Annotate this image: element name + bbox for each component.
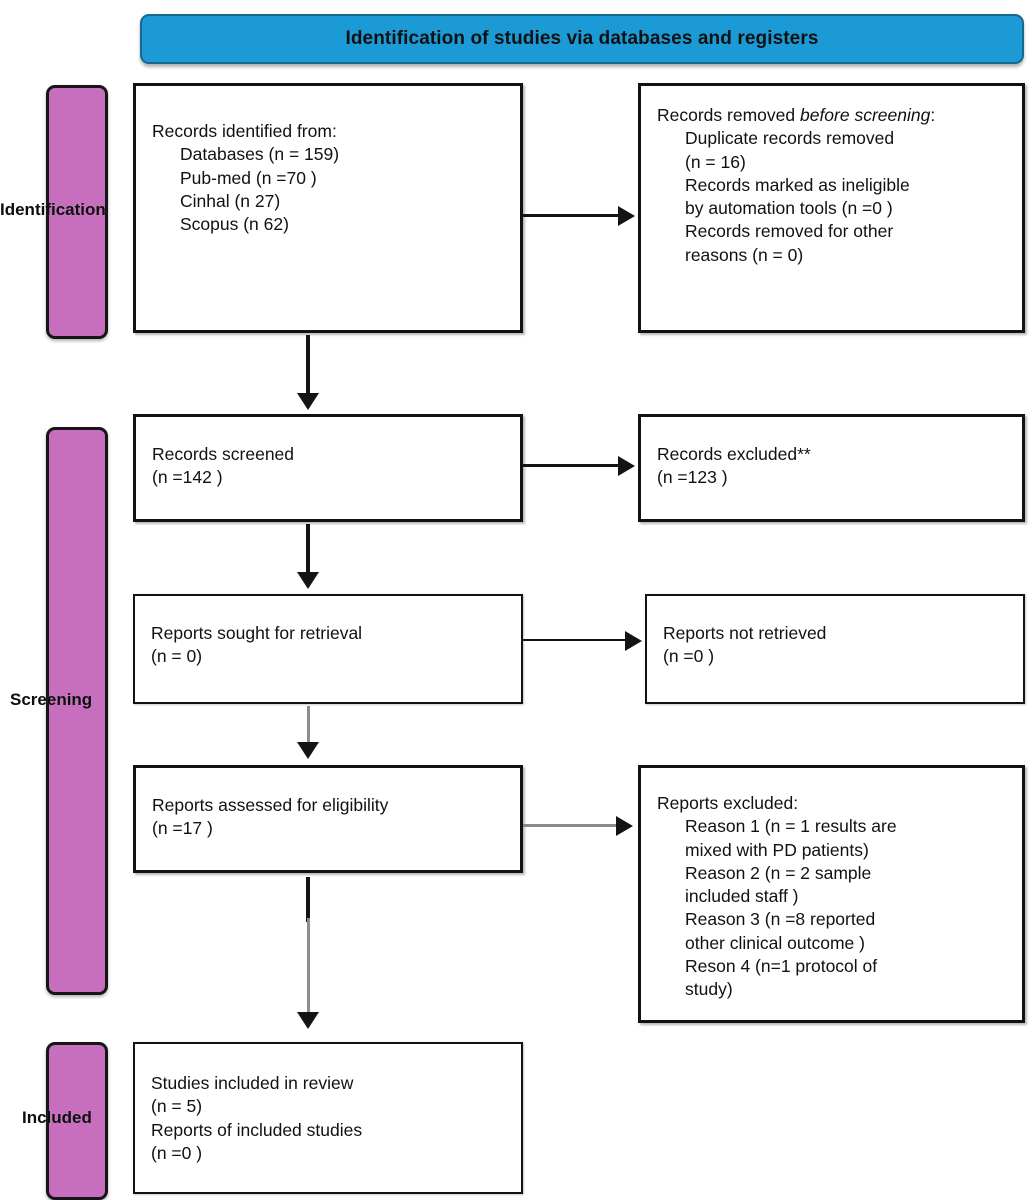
records-excluded-text: Records excluded** (n =123 ) bbox=[657, 443, 1014, 490]
stage-bar-included bbox=[46, 1042, 108, 1200]
records-identified-line2: Pub-med (n =70 ) bbox=[180, 167, 317, 188]
reports-assessed-text: Reports assessed for eligibility (n =17 … bbox=[152, 794, 512, 841]
reports-excluded-line5: Reason 3 (n =8 reported bbox=[685, 909, 876, 930]
box-reports-excluded: Reports excluded: Reason 1 (n = 1 result… bbox=[638, 765, 1025, 1023]
records-removed-title-c: : bbox=[930, 105, 936, 125]
reports-not-retrieved-line2: (n =0 ) bbox=[663, 646, 715, 667]
connector-assessed-to-excluded bbox=[523, 824, 621, 827]
arrow-sought-to-not-retrieved-head bbox=[625, 631, 642, 651]
box-reports-sought: Reports sought for retrieval (n = 0) bbox=[133, 594, 523, 704]
connector-screened-to-sought bbox=[306, 524, 310, 576]
connector-assessed-to-included-upper bbox=[306, 877, 310, 922]
reports-excluded-line2: mixed with PD patients) bbox=[685, 839, 869, 860]
diagram-title: Identification of studies via databases … bbox=[345, 28, 819, 49]
records-identified-line4: Scopus (n 62) bbox=[180, 214, 289, 235]
stage-label-screening: Screening bbox=[10, 690, 93, 709]
reports-excluded-line4: included staff ) bbox=[685, 886, 799, 907]
reports-excluded-line6: other clinical outcome ) bbox=[685, 932, 865, 953]
connector-sought-to-assessed bbox=[307, 706, 310, 748]
stage-bar-screening bbox=[46, 427, 108, 995]
stage-label-identification: Identification bbox=[0, 200, 106, 219]
studies-included-text: Studies included in review (n = 5) Repor… bbox=[151, 1072, 513, 1165]
studies-included-line4: (n =0 ) bbox=[151, 1142, 203, 1163]
records-removed-title-emphasis: before screening bbox=[799, 105, 931, 125]
reports-excluded-line1: Reason 1 (n = 1 results are bbox=[685, 816, 897, 837]
reports-excluded-line8: study) bbox=[685, 979, 733, 1000]
box-studies-included: Studies included in review (n = 5) Repor… bbox=[133, 1042, 523, 1194]
records-screened-line1: Records screened bbox=[152, 444, 295, 464]
reports-excluded-text: Reports excluded: Reason 1 (n = 1 result… bbox=[657, 792, 1014, 1001]
reports-sought-line1: Reports sought for retrieval bbox=[151, 623, 363, 643]
box-reports-not-retrieved: Reports not retrieved (n =0 ) bbox=[645, 594, 1025, 704]
records-screened-text: Records screened (n =142 ) bbox=[152, 443, 512, 490]
connector-screened-to-excluded bbox=[523, 464, 621, 467]
connector-identified-to-screened bbox=[306, 335, 310, 397]
studies-included-line1: Studies included in review bbox=[151, 1073, 354, 1093]
arrow-identified-to-removed-head bbox=[618, 206, 635, 226]
reports-excluded-line7: Reson 4 (n=1 protocol of bbox=[685, 955, 878, 976]
studies-included-line3: Reports of included studies bbox=[151, 1119, 363, 1140]
reports-excluded-title: Reports excluded: bbox=[657, 793, 799, 813]
arrow-screened-to-excluded-head bbox=[618, 456, 635, 476]
arrow-assessed-to-excluded-head bbox=[616, 816, 633, 836]
records-removed-title-a: Records removed bbox=[657, 105, 800, 125]
records-identified-line1: Databases (n = 159) bbox=[180, 144, 340, 165]
records-removed-line2: (n = 16) bbox=[685, 151, 746, 172]
studies-included-line2: (n = 5) bbox=[151, 1096, 203, 1117]
records-removed-line6: reasons (n = 0) bbox=[685, 244, 804, 265]
diagram-header-banner: Identification of studies via databases … bbox=[140, 14, 1024, 64]
arrow-identified-to-screened-head bbox=[297, 393, 319, 410]
connector-identified-to-removed bbox=[523, 214, 621, 217]
box-records-removed: Records removed before screening: Duplic… bbox=[638, 83, 1025, 333]
records-excluded-line2: (n =123 ) bbox=[657, 467, 728, 488]
arrow-sought-to-assessed-head bbox=[297, 742, 319, 759]
box-records-screened: Records screened (n =142 ) bbox=[133, 414, 523, 522]
records-identified-title: Records identified from: bbox=[152, 121, 337, 141]
arrow-assessed-to-included-head bbox=[297, 1012, 319, 1029]
records-removed-line5: Records removed for other bbox=[685, 221, 894, 242]
records-identified-text: Records identified from: Databases (n = … bbox=[152, 120, 512, 236]
records-screened-line2: (n =142 ) bbox=[152, 467, 223, 488]
records-identified-line3: Cinhal (n 27) bbox=[180, 190, 281, 211]
reports-excluded-line3: Reason 2 (n = 2 sample bbox=[685, 862, 872, 883]
records-removed-line4: by automation tools (n =0 ) bbox=[685, 198, 893, 219]
reports-assessed-line1: Reports assessed for eligibility bbox=[152, 795, 389, 815]
reports-not-retrieved-line1: Reports not retrieved bbox=[663, 623, 827, 643]
arrow-screened-to-sought-head bbox=[297, 572, 319, 589]
connector-sought-to-not-retrieved bbox=[523, 639, 628, 641]
connector-assessed-to-included-lower bbox=[307, 918, 310, 1018]
stage-label-included: Included bbox=[22, 1108, 92, 1127]
records-removed-line1: Duplicate records removed bbox=[685, 128, 895, 149]
stage-bar-identification bbox=[46, 85, 108, 339]
reports-not-retrieved-text: Reports not retrieved (n =0 ) bbox=[663, 622, 1015, 669]
box-records-excluded: Records excluded** (n =123 ) bbox=[638, 414, 1025, 522]
box-reports-assessed: Reports assessed for eligibility (n =17 … bbox=[133, 765, 523, 873]
reports-sought-text: Reports sought for retrieval (n = 0) bbox=[151, 622, 513, 669]
records-removed-text: Records removed before screening: Duplic… bbox=[657, 104, 1014, 267]
reports-assessed-line2: (n =17 ) bbox=[152, 818, 213, 839]
records-removed-line3: Records marked as ineligible bbox=[685, 174, 910, 195]
records-excluded-line1: Records excluded** bbox=[657, 444, 811, 464]
box-records-identified: Records identified from: Databases (n = … bbox=[133, 83, 523, 333]
reports-sought-line2: (n = 0) bbox=[151, 646, 203, 667]
